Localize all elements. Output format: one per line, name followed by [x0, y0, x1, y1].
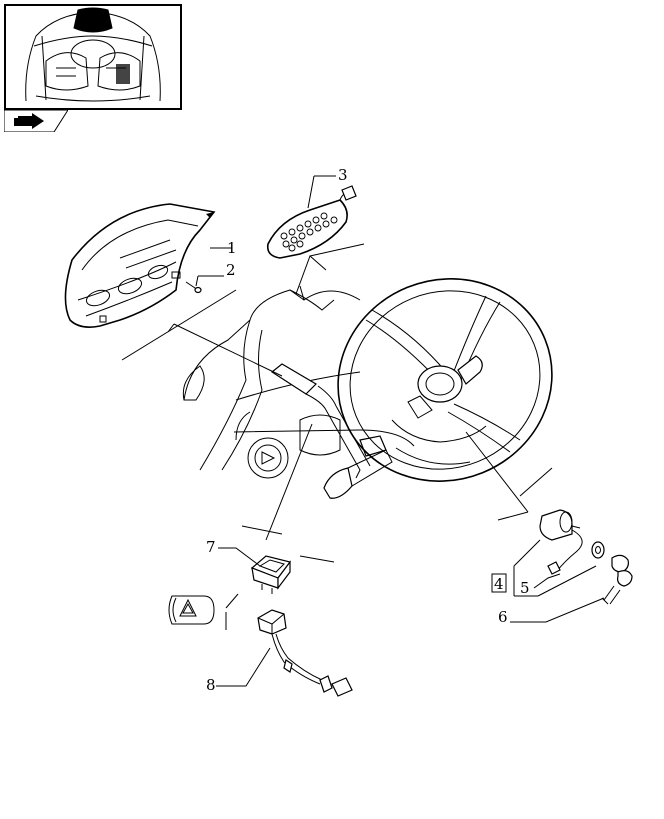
- callout-7: 7: [206, 538, 216, 556]
- dashboard: [121, 285, 415, 499]
- hazard-warning-triangle-icon: [168, 595, 215, 625]
- callout-2: 2: [226, 261, 236, 279]
- hazard-switch: [250, 555, 292, 594]
- washer: [591, 541, 605, 559]
- next-page-tab[interactable]: [3, 109, 69, 133]
- instrument-cluster: [64, 203, 216, 328]
- callout-4-box: [491, 573, 507, 593]
- ignition-keys: [601, 554, 633, 605]
- callout-8: 8: [206, 676, 216, 694]
- thumbnail-frame: [4, 4, 182, 110]
- steering-wheel: [337, 278, 553, 482]
- control-keypad: [266, 185, 357, 259]
- callout-4: 4: [494, 575, 504, 593]
- callout-5: 5: [520, 579, 530, 597]
- callout-6: 6: [498, 608, 508, 626]
- tractor-cab-overview-thumbnail: [25, 7, 161, 102]
- ignition-switch: [539, 509, 583, 575]
- next-page-arrow-icon: [14, 113, 44, 129]
- callout-1: 1: [227, 239, 237, 257]
- screw: [185, 281, 202, 294]
- callout-3: 3: [338, 166, 348, 184]
- leader-lines: [167, 175, 605, 687]
- wiring-harness: [257, 609, 353, 697]
